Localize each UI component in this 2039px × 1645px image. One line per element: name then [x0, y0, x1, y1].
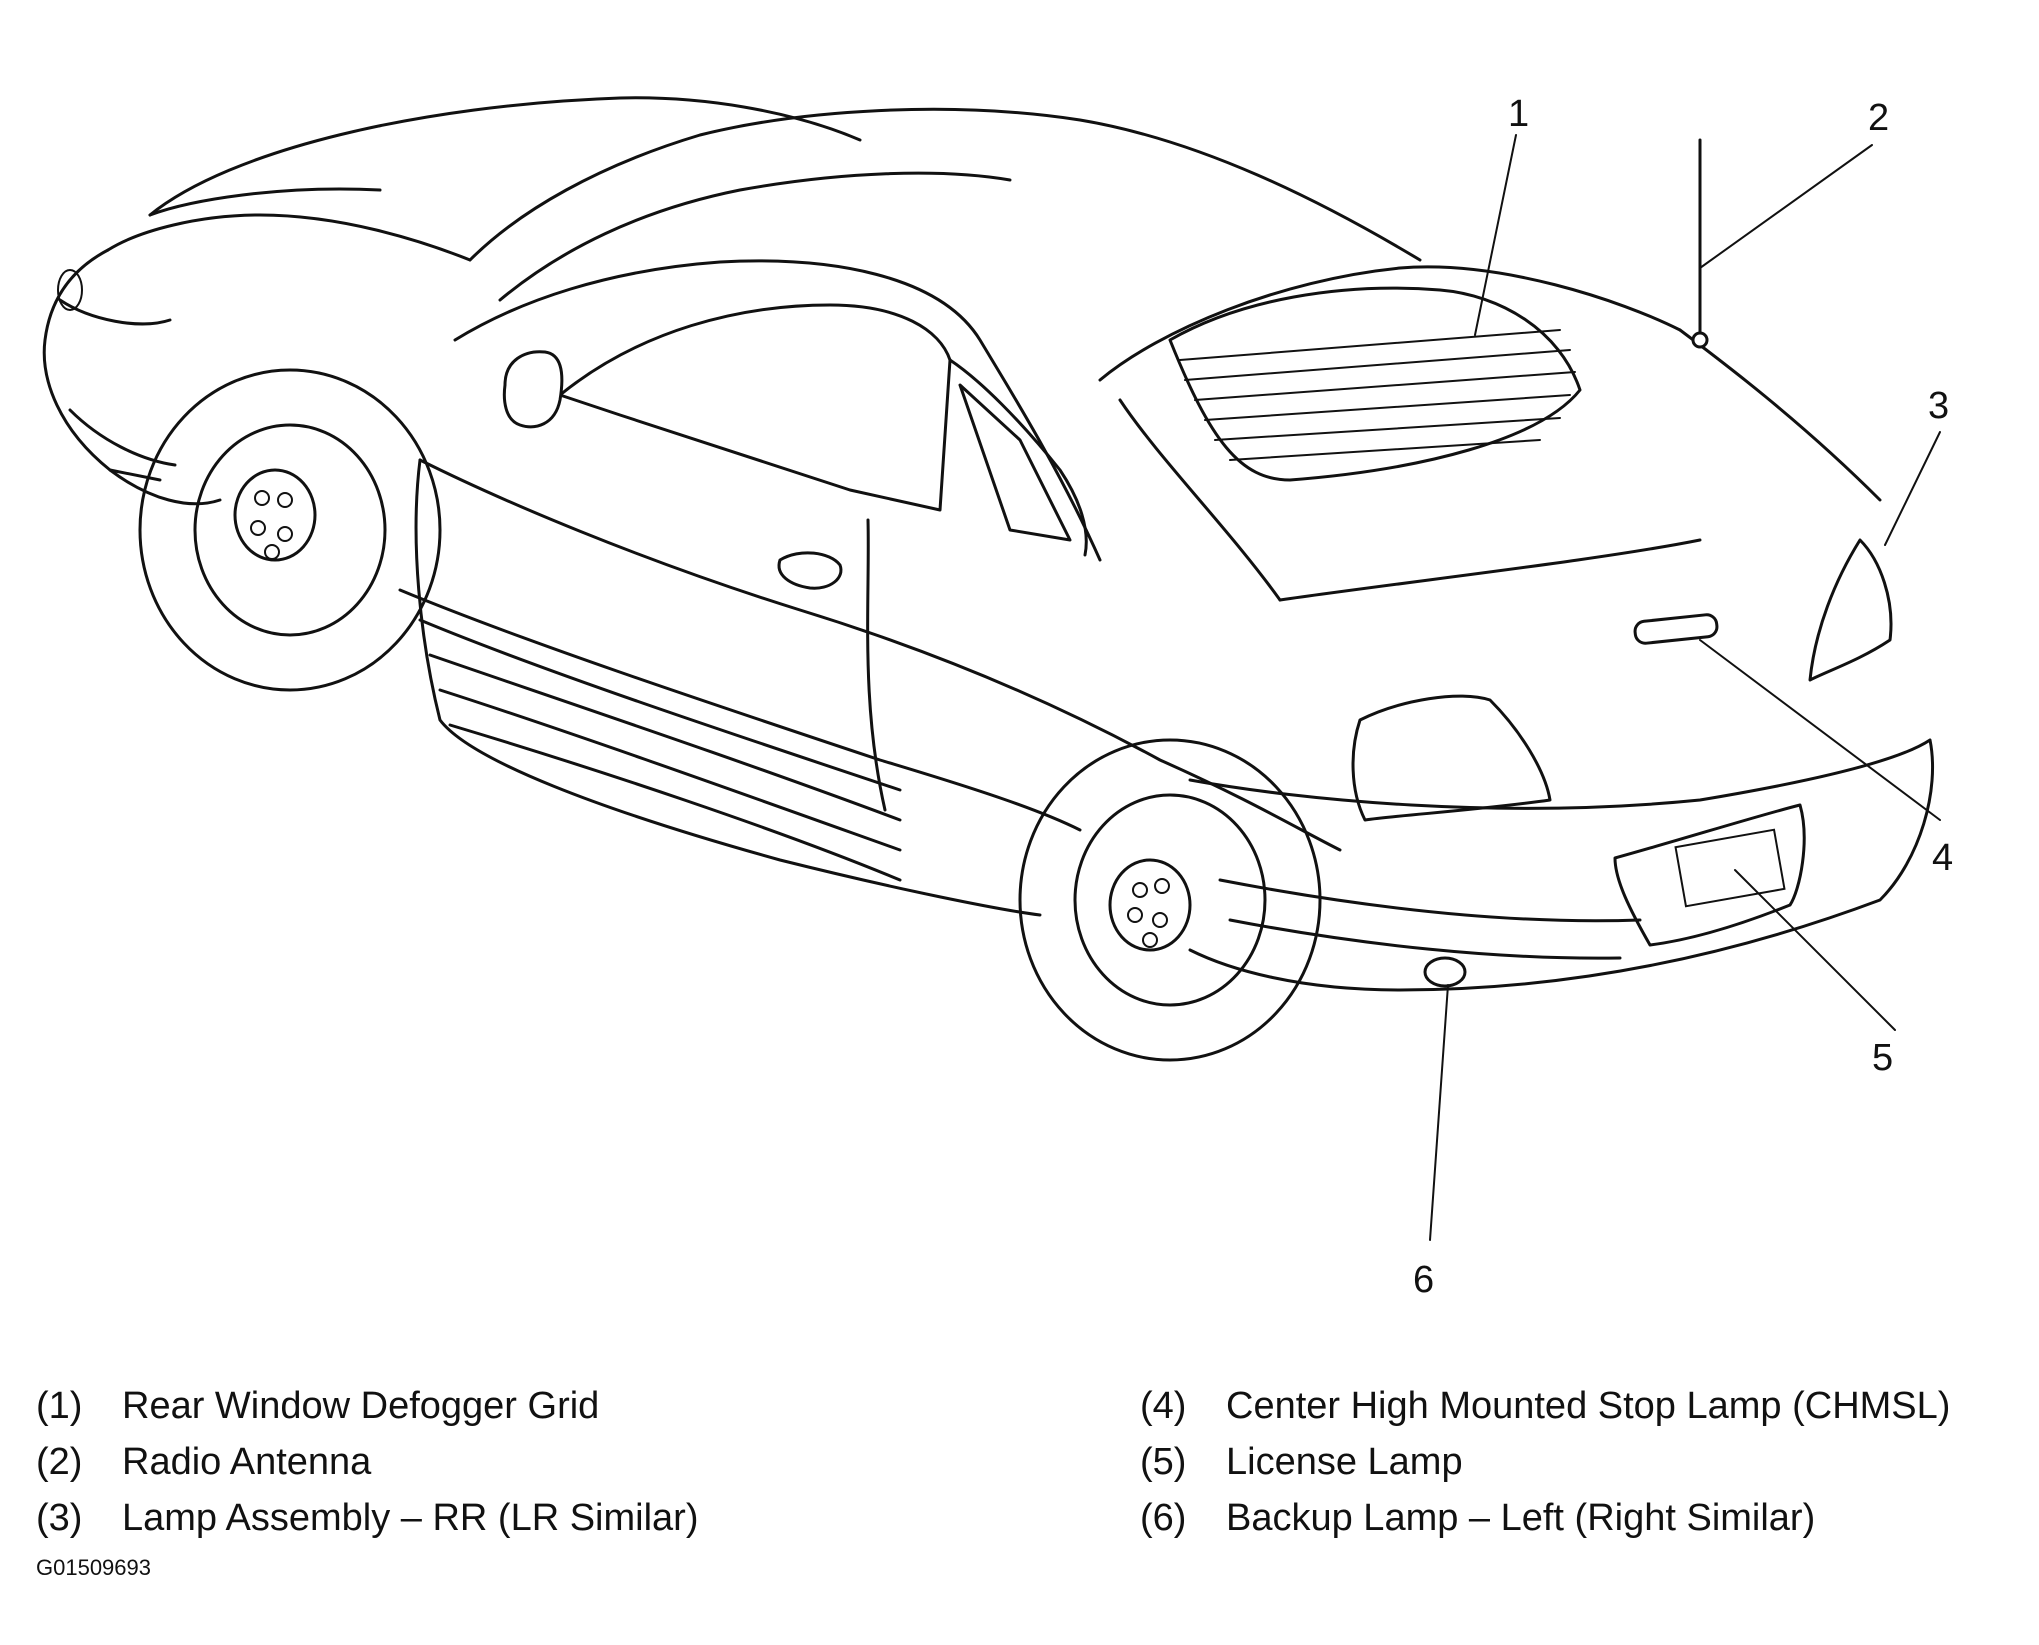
leader-line-2 [1699, 144, 1873, 269]
legend-label: Center High Mounted Stop Lamp (CHMSL) [1226, 1385, 1951, 1427]
legend-item: (2) Radio Antenna [36, 1434, 698, 1490]
callout-4: 4 [1932, 837, 1953, 879]
legend-label: License Lamp [1226, 1441, 1463, 1483]
legend-label: Backup Lamp – Left (Right Similar) [1226, 1497, 1816, 1539]
callout-2: 2 [1868, 97, 1889, 139]
legend-item: (5) License Lamp [1140, 1434, 1950, 1490]
legend-item: (4) Center High Mounted Stop Lamp (CHMSL… [1140, 1378, 1950, 1434]
legend-number: (6) [1140, 1497, 1187, 1539]
legend-item: (6) Backup Lamp – Left (Right Similar) [1140, 1490, 1950, 1546]
legend-number: (3) [36, 1497, 83, 1539]
vehicle-diagram: 1 2 3 4 5 6 [42, 93, 1953, 1301]
leader-line-4 [1699, 639, 1941, 821]
leader-line-5 [1734, 869, 1896, 1031]
leader-line-3 [1884, 431, 1941, 546]
legend-number: (1) [36, 1385, 83, 1427]
legend-label: Lamp Assembly – RR (LR Similar) [122, 1497, 699, 1539]
legend-item: (1) Rear Window Defogger Grid [36, 1378, 698, 1434]
callout-numbers: 1 2 3 4 5 6 [1413, 93, 1953, 1301]
legend-number: (2) [36, 1441, 83, 1483]
leader-line-1 [1474, 134, 1517, 336]
figure-id: G01509693 [36, 1555, 151, 1580]
legend-left-column: (1) Rear Window Defogger Grid (2) Radio … [36, 1378, 698, 1546]
legend-number: (4) [1140, 1385, 1187, 1427]
callout-3: 3 [1928, 385, 1949, 427]
legend-right-column: (4) Center High Mounted Stop Lamp (CHMSL… [1140, 1378, 1950, 1546]
leader-line-6 [1429, 984, 1449, 1241]
callout-5: 5 [1872, 1037, 1893, 1079]
legend-number: (5) [1140, 1441, 1187, 1483]
legend-item: (3) Lamp Assembly – RR (LR Similar) [36, 1490, 698, 1546]
legend-label: Rear Window Defogger Grid [122, 1385, 600, 1427]
legend-label: Radio Antenna [122, 1441, 372, 1483]
car-illustration [42, 96, 1934, 1062]
callout-6: 6 [1413, 1259, 1434, 1301]
leader-lines [1429, 134, 1941, 1241]
callout-1: 1 [1508, 93, 1529, 135]
